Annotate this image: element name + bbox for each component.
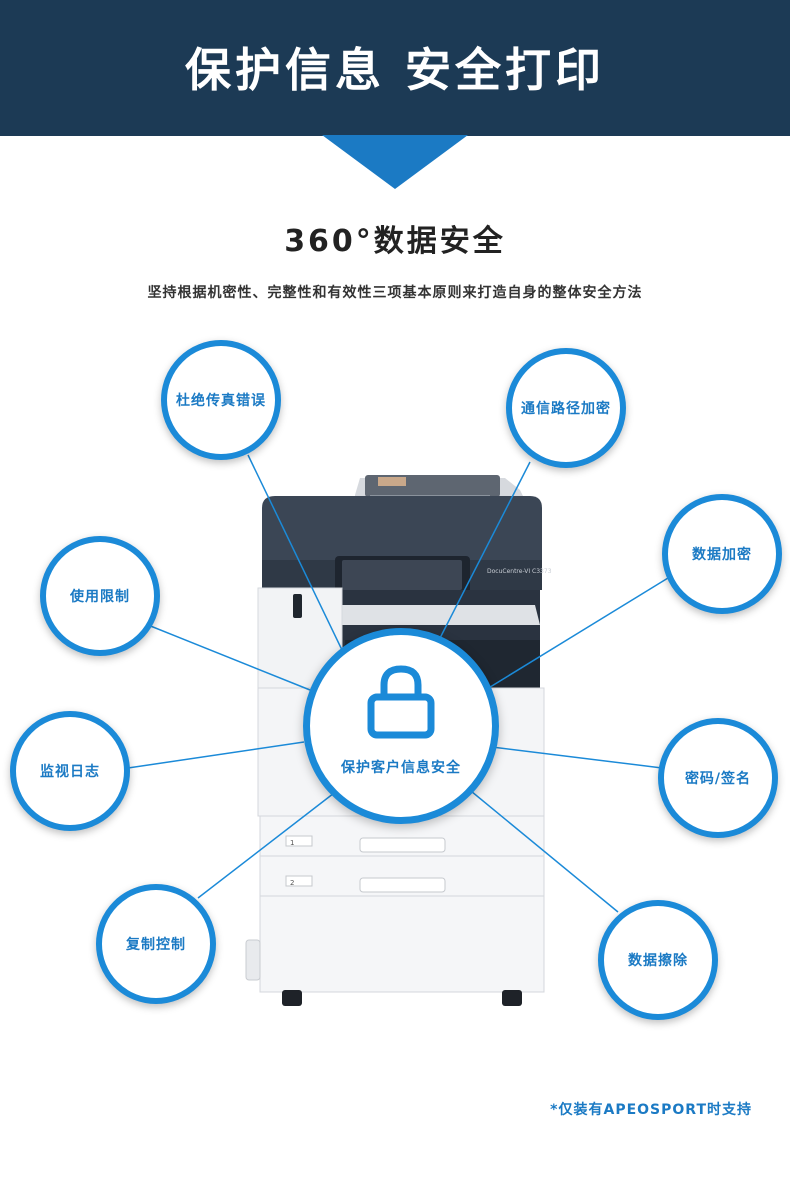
feature-label: 杜绝传真错误 xyxy=(176,393,266,409)
feature-bubble-password-signature: 密码/签名 xyxy=(658,718,778,838)
feature-bubble-usage-restriction: 使用限制 xyxy=(40,536,160,656)
center-circle: 保护客户信息安全 xyxy=(303,628,499,824)
feature-bubble-data-erase: 数据擦除 xyxy=(598,900,718,1020)
feature-label: 复制控制 xyxy=(126,937,186,953)
feature-bubble-audit-log: 监视日志 xyxy=(10,711,130,831)
feature-bubble-copy-control: 复制控制 xyxy=(96,884,216,1004)
footnote: *仅装有APEOSPORT时支持 xyxy=(550,1102,752,1118)
tray-1-label: 1 xyxy=(290,839,294,847)
feature-label: 通信路径加密 xyxy=(521,401,611,417)
feature-label: 数据擦除 xyxy=(628,953,688,969)
feature-label: 密码/签名 xyxy=(684,771,752,787)
tray-2-label: 2 xyxy=(290,879,294,887)
header-banner: 保护信息 安全打印 xyxy=(0,0,790,136)
pointer-triangle xyxy=(322,135,468,189)
feature-bubble-no-fax-error: 杜绝传真错误 xyxy=(161,340,281,460)
lock-icon xyxy=(367,665,435,739)
center-label: 保护客户信息安全 xyxy=(341,760,461,776)
feature-bubble-path-encryption: 通信路径加密 xyxy=(506,348,626,468)
feature-label: 监视日志 xyxy=(40,764,100,780)
page-title: 保护信息 安全打印 xyxy=(184,43,605,97)
feature-label: 数据加密 xyxy=(692,547,752,563)
section-title: 360°数据安全 xyxy=(284,224,506,259)
section-description: 坚持根据机密性、完整性和有效性三项基本原则来打造自身的整体安全方法 xyxy=(147,285,643,301)
feature-label: 使用限制 xyxy=(70,589,130,605)
printer-model-label: DocuCentre-VI C3373 xyxy=(487,568,552,575)
feature-bubble-data-encryption: 数据加密 xyxy=(662,494,782,614)
